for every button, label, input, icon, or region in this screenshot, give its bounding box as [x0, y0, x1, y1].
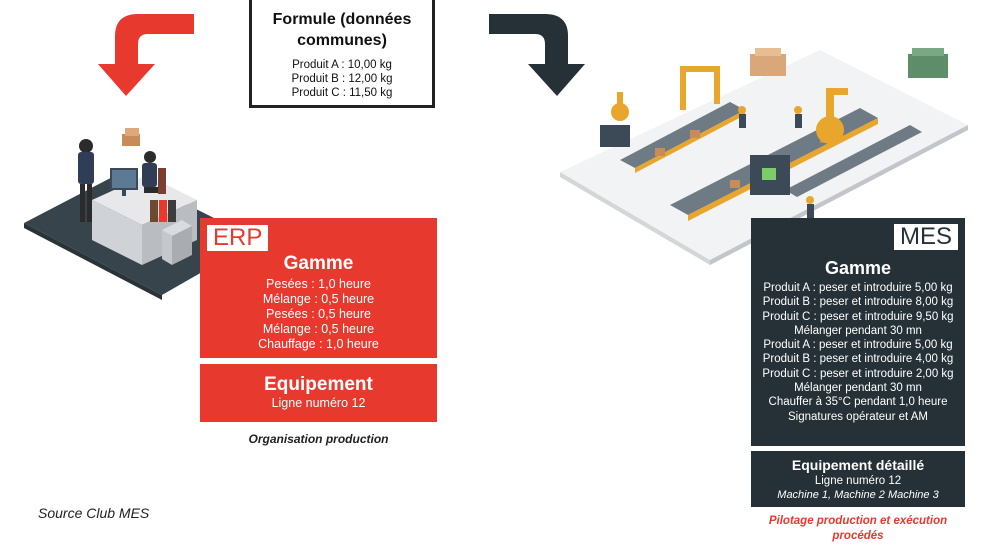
erp-gamme-panel: ERP Gamme Pesées : 1,0 heure Mélange : 0… [200, 218, 437, 358]
mes-equipement-panel: Equipement détaillé Ligne numéro 12 Mach… [751, 451, 965, 507]
mes-tag: MES [893, 224, 958, 250]
mes-equipement-machines: Machine 1, Machine 2 Machine 3 [777, 489, 939, 501]
erp-gamme-lines: Pesées : 1,0 heure Mélange : 0,5 heure P… [200, 277, 437, 352]
mes-gamme-lines: Produit A : peser et introduire 5,00 kg … [751, 281, 965, 424]
mes-caption-line: procédés [832, 530, 884, 542]
mes-equipement-line: Ligne numéro 12 [814, 475, 902, 487]
mes-gamme-line: Mélanger pendant 30 mn [794, 382, 922, 395]
mes-gamme-panel: MES Gamme Produit A : peser et introduir… [751, 218, 965, 446]
erp-gamme-line: Mélange : 0,5 heure [262, 322, 375, 336]
erp-equipement-title: Equipement [264, 374, 373, 395]
formula-line: Produit A : 10,00 kg [292, 59, 392, 71]
mes-gamme-line: Produit C : peser et introduire 9,50 kg [762, 310, 954, 323]
mes-gamme-line: Produit B : peser et introduire 4,00 kg [762, 353, 954, 366]
mes-equipement-title: Equipement détaillé [791, 457, 925, 473]
erp-gamme-line: Chauffage : 1,0 heure [258, 337, 379, 351]
curved-arrow-down-left-icon [98, 14, 194, 96]
office-illustration [24, 128, 258, 300]
factory-illustration [560, 48, 968, 265]
mes-gamme-line: Produit A : peser et introduire 5,00 kg [763, 282, 953, 294]
mes-gamme-title: Gamme [824, 258, 892, 278]
curved-arrow-down-right-icon [489, 14, 585, 96]
mes-gamme-line: Signatures opérateur et AM [788, 410, 928, 423]
erp-equipement-line: Ligne numéro 12 [271, 396, 366, 410]
erp-gamme-title: Gamme [283, 253, 354, 274]
formula-lines: Produit A : 10,00 kg Produit B : 12,00 k… [252, 58, 432, 100]
erp-caption: Organisation production [248, 432, 389, 446]
formula-title: Formule (données communes) [272, 11, 412, 49]
erp-gamme-line: Mélange : 0,5 heure [262, 292, 375, 306]
formula-line: Produit C : 11,50 kg [291, 87, 393, 99]
mes-caption-line: Pilotage production et exécution [768, 515, 948, 527]
mes-gamme-line: Mélanger pendant 30 mn [794, 324, 922, 337]
erp-gamme-line: Pesées : 0,5 heure [266, 307, 371, 321]
erp-tag: ERP [207, 225, 269, 251]
mes-gamme-line: Chauffer à 35°C pendant 1,0 heure [768, 396, 948, 409]
erp-equipement-panel: Equipement Ligne numéro 12 [200, 364, 437, 422]
mes-gamme-line: Produit A : peser et introduire 5,00 kg [763, 339, 953, 352]
formula-line: Produit B : 12,00 kg [291, 73, 393, 85]
mes-caption: Pilotage production et exécution procédé… [751, 514, 965, 544]
mes-gamme-line: Produit B : peser et introduire 8,00 kg [762, 296, 954, 309]
erp-gamme-line: Pesées : 1,0 heure [266, 277, 371, 291]
source-label: Source Club MES [38, 505, 150, 521]
formula-box: Formule (données communes) Produit A : 1… [249, 0, 435, 108]
mes-gamme-line: Produit C : peser et introduire 2,00 kg [762, 367, 954, 380]
